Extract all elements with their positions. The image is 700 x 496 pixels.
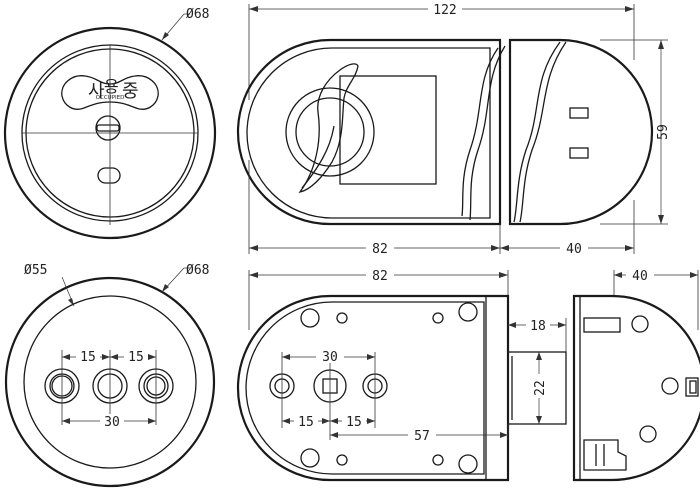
dim-inner-diameter: Ø55 xyxy=(24,263,47,278)
strike-plate-view: 40 xyxy=(572,268,700,482)
indicator-korean-char-2: 용 xyxy=(104,77,119,96)
dim-body-length-bottom: 82 xyxy=(372,269,388,284)
dim-outer-diameter-bottom: Ø68 xyxy=(186,263,209,278)
dim-interior-spacing-left: 15 xyxy=(298,415,314,430)
dim-bolt-throw: 18 xyxy=(530,319,546,334)
dim-total-length: 122 xyxy=(433,3,456,18)
dim-interior-spacing-right: 15 xyxy=(346,415,362,430)
back-plate-view: 15 15 30 Ø55 Ø68 xyxy=(4,263,216,488)
dim-height: 59 xyxy=(656,124,671,140)
dim-interior-hole-span: 30 xyxy=(322,350,338,365)
indicator-korean-char-1: 사 xyxy=(88,81,105,102)
dim-bolt-height: 22 xyxy=(533,380,548,396)
dim-hole-spacing-left: 15 xyxy=(80,350,96,365)
dim-outer-diameter-top: Ø68 xyxy=(186,7,209,22)
dim-hole-span: 30 xyxy=(104,415,120,430)
dim-hole-spacing-right: 15 xyxy=(128,350,144,365)
dim-strike-length-bottom: 40 xyxy=(632,269,648,284)
dim-strike-length-top: 40 xyxy=(566,242,582,257)
top-view-lock: 122 59 xyxy=(236,1,671,257)
front-view-indicator: 사 용 중 OCCUPIED Ø68 xyxy=(3,7,217,240)
dim-body-length-top: 82 xyxy=(372,242,388,257)
interior-view: 82 30 xyxy=(236,268,567,482)
indicator-korean-char-3: 중 xyxy=(122,81,139,102)
dim-center-to-face: 57 xyxy=(414,429,430,444)
